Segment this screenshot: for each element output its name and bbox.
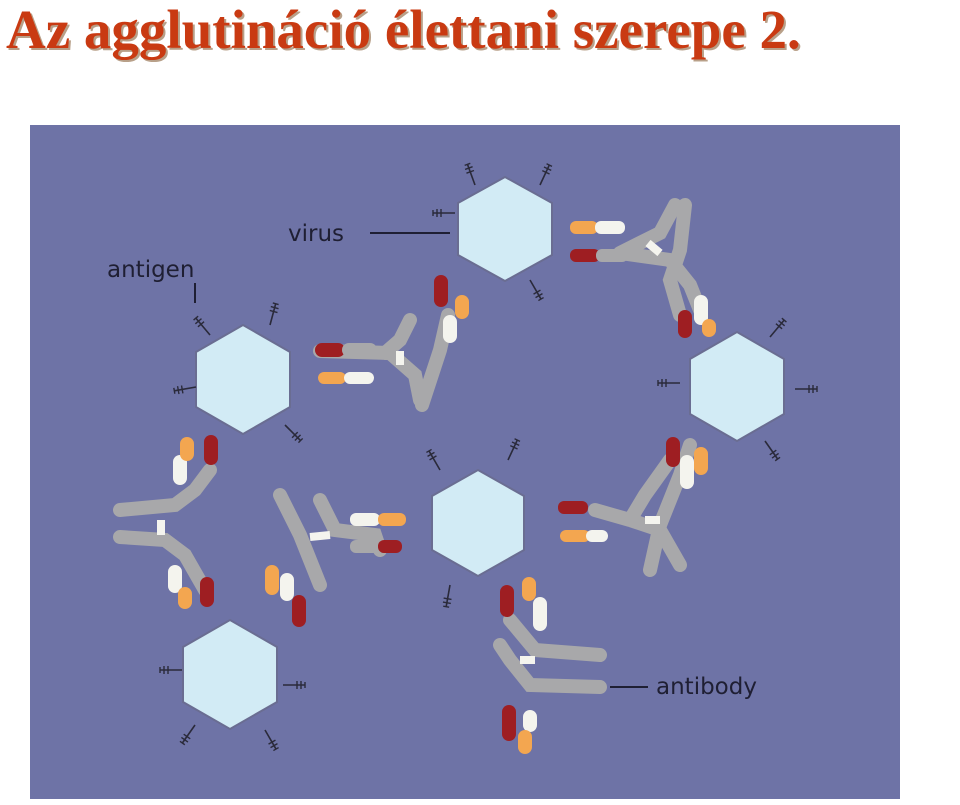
antibody-3 (558, 437, 708, 577)
virus-bottom (159, 618, 306, 752)
antibody-2 (570, 198, 716, 338)
label-antibody: antibody (656, 674, 757, 700)
antibody-6 (493, 577, 607, 754)
virus-left (172, 301, 305, 445)
virus-center (424, 437, 525, 609)
label-virus: virus (288, 221, 344, 247)
antibody-4 (113, 435, 218, 609)
agglutination-diagram: virus antigen antibody (30, 125, 900, 799)
virus-top (432, 162, 554, 302)
antibody-1 (313, 275, 469, 412)
label-antigen: antigen (107, 257, 194, 283)
antibody-5 (265, 488, 406, 627)
virus-right (657, 316, 818, 463)
slide-title: Az agglutináció élettani szerepe 2. (6, 0, 801, 60)
